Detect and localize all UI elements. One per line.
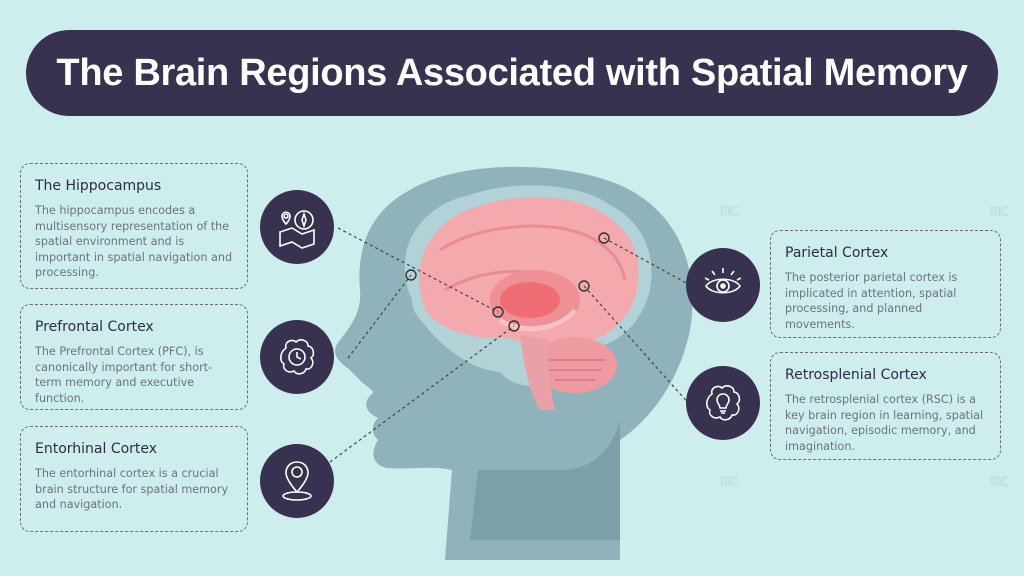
hippocampus-icon-badge	[260, 190, 334, 264]
card-description: The Prefrontal Cortex (PFC), is canonica…	[35, 345, 213, 405]
parietal-icon-badge	[686, 248, 760, 322]
card-description: The retrosplenial cortex (RSC) is a key …	[785, 393, 984, 453]
card-description: The entorhinal cortex is a crucial brain…	[35, 467, 229, 511]
card-retrosplenial-cortex: Retrosplenial Cortex The retrosplenial c…	[770, 352, 1001, 460]
title-banner: The Brain Regions Associated with Spatia…	[26, 30, 998, 116]
watermark-logo: mc	[720, 470, 740, 491]
card-title: Entorhinal Cortex	[35, 441, 158, 457]
card-hippocampus: The Hippocampus The hippocampus encodes …	[20, 163, 248, 289]
brain-clock-icon	[280, 339, 315, 375]
watermark-logo: mc	[720, 200, 740, 221]
card-parietal-cortex: Parietal Cortex The posterior parietal c…	[770, 230, 1001, 338]
entorhinal-icon-badge	[260, 444, 334, 518]
cerebellum	[533, 337, 617, 393]
map-compass-icon	[279, 210, 315, 249]
card-description: The hippocampus encodes a multisensory r…	[35, 204, 233, 279]
card-prefrontal-cortex: Prefrontal Cortex The Prefrontal Cortex …	[20, 304, 248, 410]
eye-icon	[704, 268, 742, 294]
brain-lightbulb-icon	[706, 385, 741, 421]
prefrontal-icon-badge	[260, 320, 334, 394]
location-pin-icon	[282, 461, 312, 501]
card-title: Parietal Cortex	[785, 245, 889, 261]
retrosplenial-icon-badge	[686, 366, 760, 440]
card-entorhinal-cortex: Entorhinal Cortex The entorhinal cortex …	[20, 426, 248, 532]
watermark-logo: mc	[990, 470, 1010, 491]
card-title: Prefrontal Cortex	[35, 319, 154, 335]
head-inner-shade	[470, 420, 620, 540]
page-title: The Brain Regions Associated with Spatia…	[56, 51, 968, 94]
card-description: The posterior parietal cortex is implica…	[785, 271, 958, 331]
watermark-logo: mc	[990, 200, 1010, 221]
brain-stem	[520, 335, 555, 410]
card-title: Retrosplenial Cortex	[785, 367, 927, 383]
card-title: The Hippocampus	[35, 178, 162, 194]
